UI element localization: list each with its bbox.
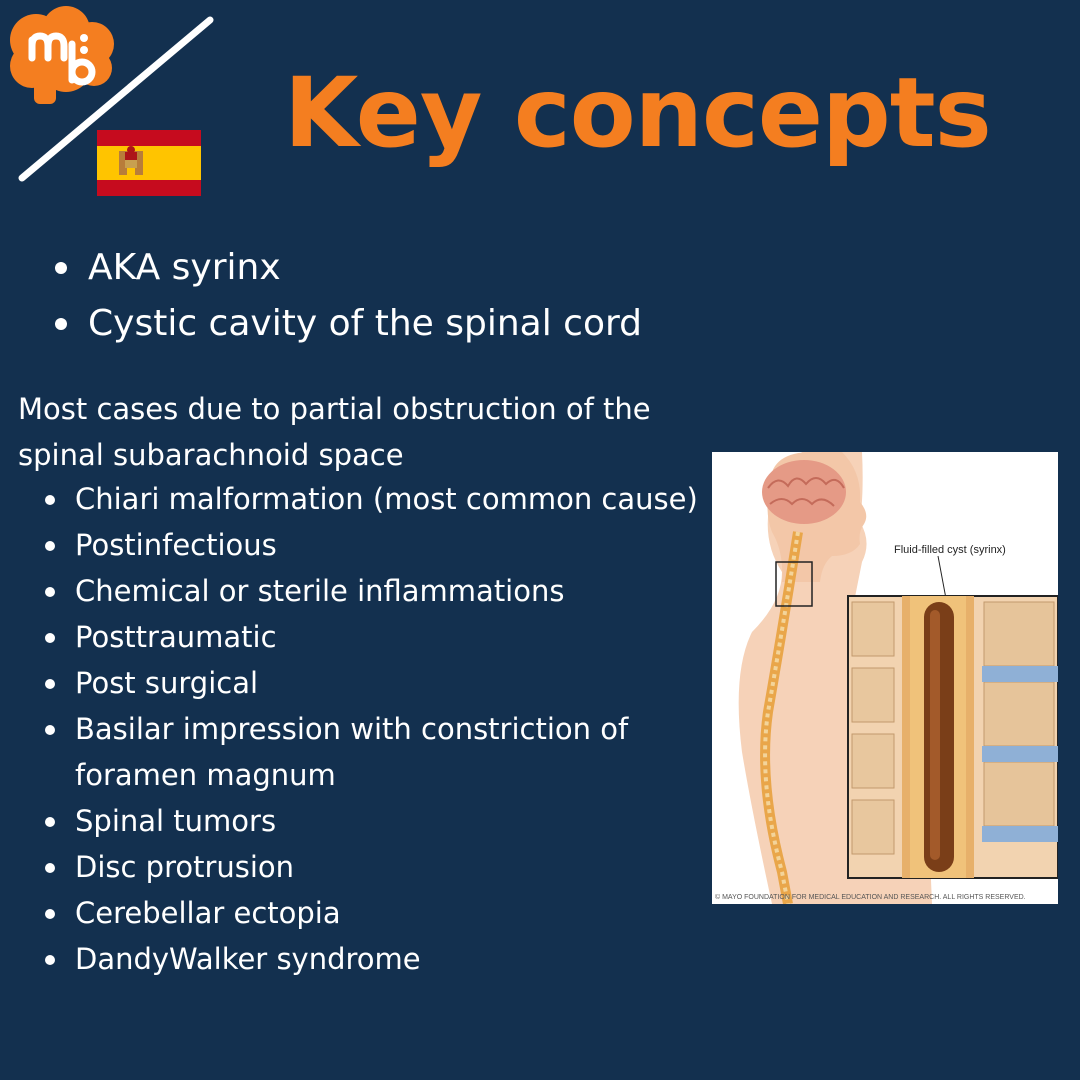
divider-line (18, 16, 214, 182)
list-item: Posttraumatic (42, 614, 702, 660)
page-title: Key concepts (284, 57, 992, 169)
spain-flag-icon (97, 130, 201, 196)
list-item: Postinfectious (42, 522, 702, 568)
copyright-text: © MAYO FOUNDATION FOR MEDICAL EDUCATION … (715, 894, 1026, 901)
key-points-list: AKA syrinx Cystic cavity of the spinal c… (52, 240, 642, 352)
list-item: Cystic cavity of the spinal cord (52, 296, 642, 352)
causes-list: Chiari malformation (most common cause) … (42, 476, 702, 982)
list-item: Spinal tumors (42, 798, 702, 844)
list-item: DandyWalker syndrome (42, 936, 702, 982)
intro-text: Most cases due to partial obstruction of… (18, 392, 651, 472)
list-item: Cerebellar ectopia (42, 890, 702, 936)
list-item: Chiari malformation (most common cause) (42, 476, 702, 522)
anatomy-drawing (738, 452, 1058, 904)
list-item: Basilar impression with constriction of … (42, 706, 702, 798)
list-item: Disc protrusion (42, 844, 702, 890)
callout-label: Fluid-filled cyst (syrinx) (894, 544, 1006, 556)
brand-logo (10, 6, 114, 104)
list-item: Post surgical (42, 660, 702, 706)
list-item: AKA syrinx (52, 240, 642, 296)
list-item: Chemical or sterile inflammations (42, 568, 702, 614)
syrinx-illustration: Fluid-filled cyst (syrinx) © MAYO FOUNDA… (712, 452, 1058, 904)
